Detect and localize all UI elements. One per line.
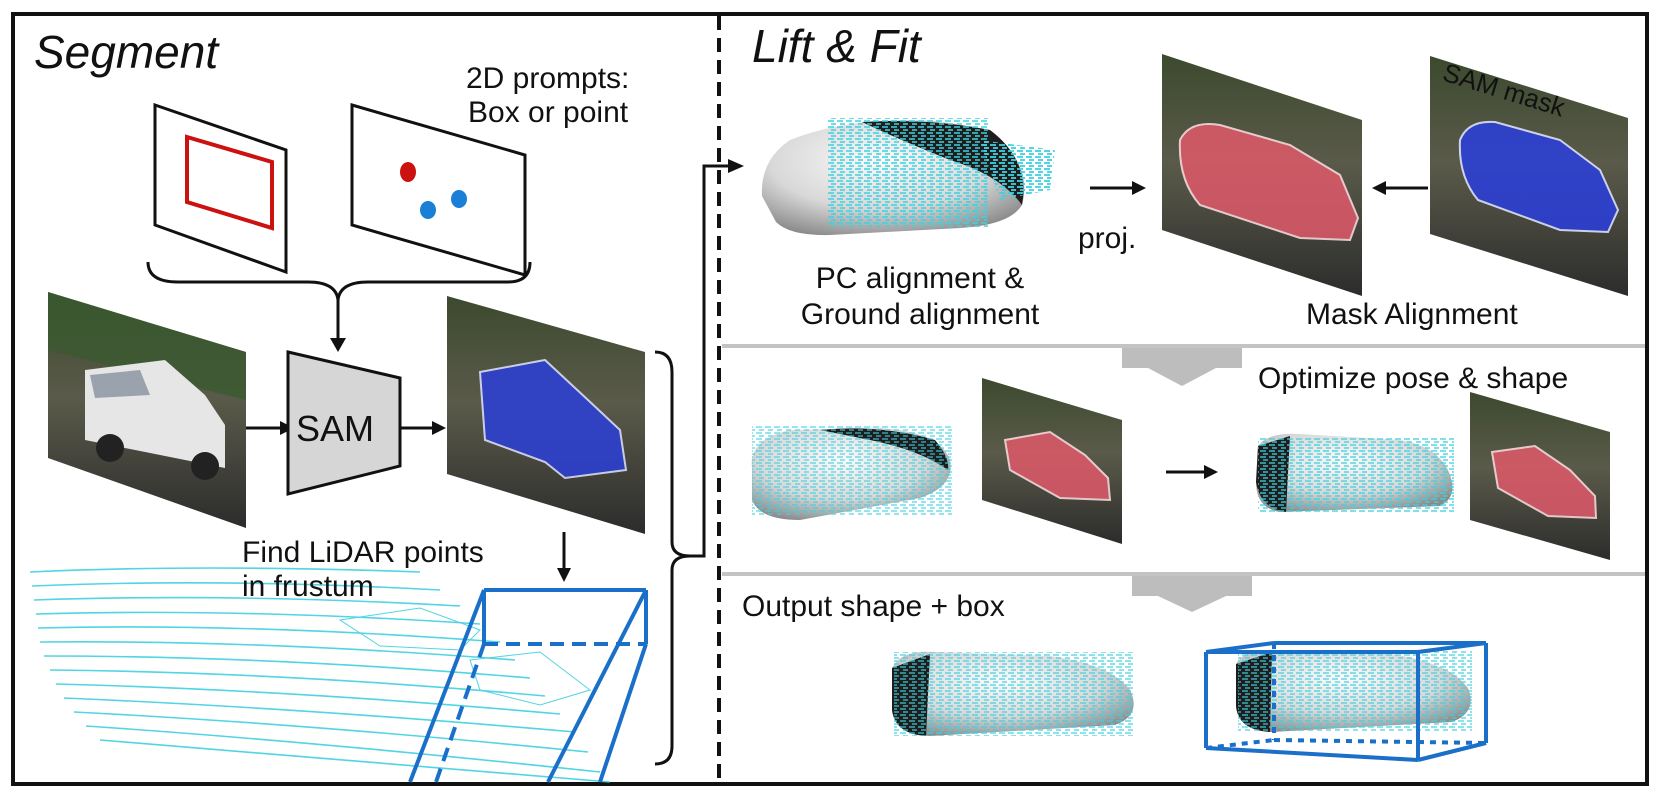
sam-mask-reference-image (1430, 56, 1628, 296)
prompts-label-line1: 2D prompts: (466, 62, 630, 95)
arrow-sam-to-mask-head (432, 421, 446, 435)
arrow-proj-head (1132, 181, 1146, 195)
connector-arrow-head (728, 159, 744, 173)
mask-alignment-label: Mask Alignment (1306, 298, 1518, 331)
proj-label: proj. (1078, 222, 1137, 255)
pc-alignment-car (761, 118, 1055, 236)
outer-border (11, 12, 1649, 786)
prompt-brace (146, 261, 532, 301)
lift-fit-title: Lift & Fit (752, 20, 921, 72)
optimized-mask-image (1470, 392, 1610, 560)
arrow-to-lidar-head (557, 568, 571, 582)
segment-brace (654, 350, 691, 766)
pc-alignment-label-line1: PC alignment & (815, 262, 1025, 295)
box-prompt-panel (153, 102, 288, 275)
initial-mask-image (982, 378, 1122, 544)
sam-model-block (286, 350, 402, 496)
down-arrow-1 (1122, 348, 1242, 386)
sam-label: SAM (296, 408, 375, 449)
optimized-car (1256, 433, 1454, 512)
connector-to-lift (690, 164, 730, 558)
output-shape-car (892, 651, 1134, 736)
frustum-box (408, 588, 648, 783)
lidar-label-line2: in frustum (242, 570, 374, 603)
point-prompt-panel (350, 103, 527, 277)
optimize-label: Optimize pose & shape (1258, 362, 1569, 395)
segment-title: Segment (34, 26, 219, 78)
initial-fit-car (751, 425, 952, 520)
down-arrow-2 (1132, 576, 1252, 612)
brace-arrow-head (330, 338, 346, 352)
projected-mask-image (1162, 54, 1362, 296)
sam-mask-image (447, 296, 645, 534)
output-label: Output shape + box (742, 590, 1005, 623)
input-image (48, 292, 246, 528)
pc-alignment-label-line2: Ground alignment (800, 298, 1040, 331)
output-3d-box (1204, 641, 1488, 762)
arrow-from-sam-mask-head (1372, 181, 1386, 195)
prompts-label-line2: Box or point (468, 96, 629, 129)
arrow-optimize-head (1204, 465, 1218, 479)
output-box-car (1236, 649, 1472, 732)
lidar-point-cloud (29, 567, 611, 783)
lidar-label-line1: Find LiDAR points (242, 536, 484, 569)
